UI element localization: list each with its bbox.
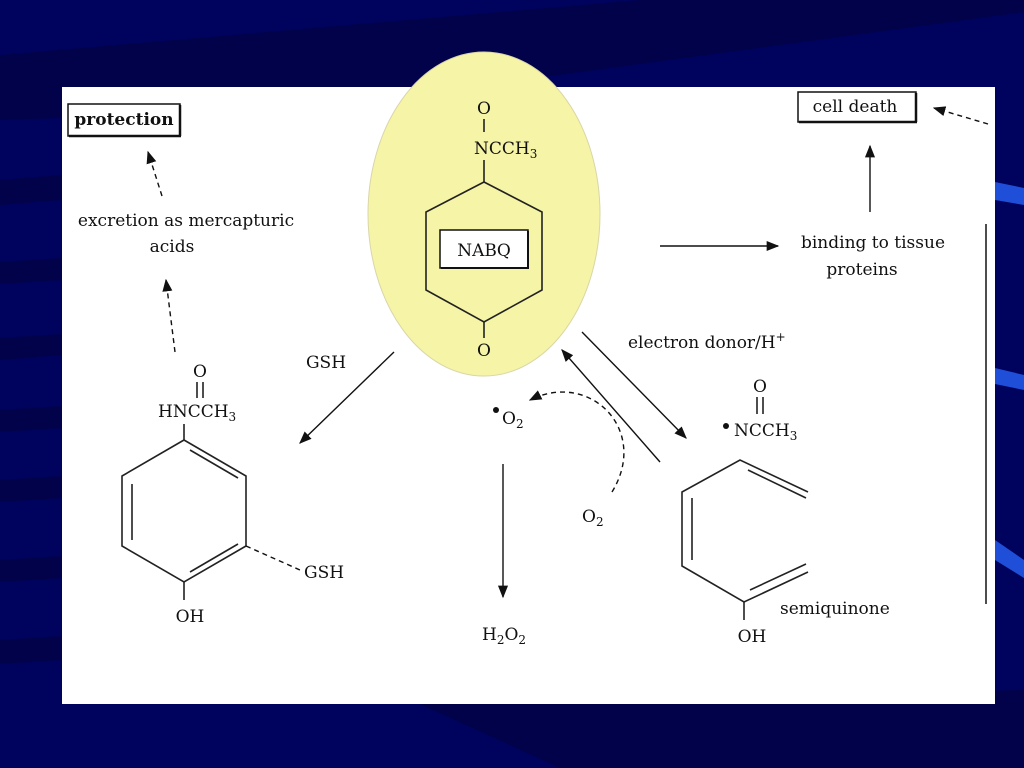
conjugate-oh-label: OH	[176, 607, 205, 627]
excretion-label-line2: acids	[150, 237, 195, 257]
accent-stripe	[995, 540, 1024, 578]
radical-dot	[723, 423, 729, 429]
diagonal-stripe	[0, 406, 62, 432]
electron-donor-label: electron donor/H+	[628, 330, 786, 353]
accent-stripe	[995, 368, 1024, 390]
diagonal-stripe	[0, 636, 62, 664]
superoxide-radical-dot	[493, 407, 499, 413]
excretion-label-line1: excretion as mercapturic	[78, 211, 294, 231]
arrow-gsh-conjugation	[299, 351, 395, 444]
arrow-to-protection	[146, 150, 163, 197]
accent-stripe	[995, 182, 1024, 205]
semiquinone-label: semiquinone	[780, 599, 890, 619]
diagonal-stripe	[420, 690, 1024, 768]
semiquinone-amide-label: NCCH3	[734, 421, 797, 443]
dashed-arrow-to-cell-death	[932, 106, 989, 125]
gsh-conjugate-structure: O HNCCH3 GSH OH	[121, 362, 344, 627]
superoxide-label: O2	[502, 409, 524, 431]
binding-label-line2: proteins	[826, 260, 897, 280]
arrow-to-excretion	[162, 278, 176, 353]
protection-box: protection	[67, 103, 182, 138]
nabq-structure: O NCCH3 NABQ O	[425, 99, 543, 361]
conjugate-amide-label: HNCCH3	[158, 402, 236, 424]
conjugate-carbonyl-o: O	[193, 362, 207, 382]
diagonal-stripe	[0, 258, 62, 284]
protection-label: protection	[74, 110, 173, 130]
nabq-carbonyl-o: O	[477, 99, 491, 119]
nabq-bottom-o: O	[477, 341, 491, 361]
oxygen-reduction-arc	[528, 390, 625, 493]
semiquinone-structure: O NCCH3 OH semiquinone	[681, 377, 890, 647]
binding-label-line1: binding to tissue	[801, 233, 945, 253]
gsh-wavy-bond	[245, 545, 301, 571]
cell-death-label: cell death	[813, 97, 898, 117]
gsh-reagent-label: GSH	[306, 353, 346, 373]
diagonal-stripe	[0, 556, 62, 582]
semiquinone-oh-label: OH	[738, 627, 767, 647]
conjugate-ring	[121, 439, 247, 583]
nabq-label: NABQ	[457, 241, 511, 261]
hydrogen-peroxide-label: H2O2	[482, 625, 526, 647]
arrow-back-to-nabq	[561, 349, 661, 463]
oxygen-label: O2	[582, 507, 604, 529]
conjugate-gsh-label: GSH	[304, 563, 344, 583]
diagonal-stripe	[0, 175, 62, 205]
arrow-to-semiquinone	[581, 331, 687, 439]
semiquinone-carbonyl-o: O	[753, 377, 767, 397]
nabq-amide-label: NCCH3	[474, 139, 537, 161]
diagonal-stripe	[0, 334, 62, 360]
cell-death-box: cell death	[797, 91, 918, 124]
semiquinone-ring	[681, 459, 809, 603]
diagonal-stripe	[0, 476, 62, 502]
nabq-highlight-oval	[367, 51, 601, 377]
